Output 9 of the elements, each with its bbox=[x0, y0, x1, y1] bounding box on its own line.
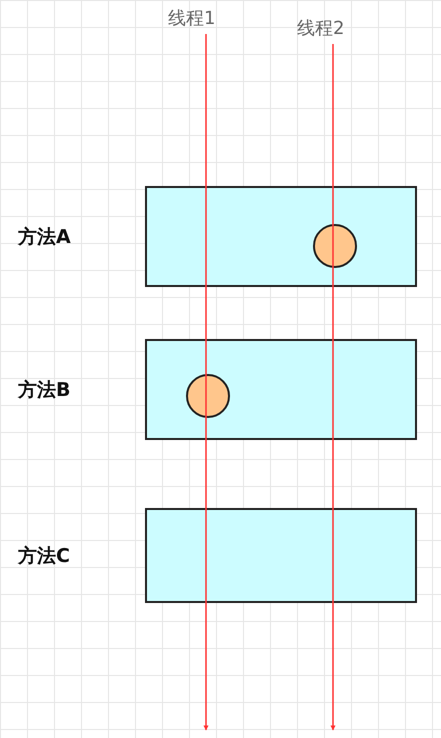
circle-marker bbox=[186, 374, 230, 418]
arrow bbox=[330, 44, 336, 730]
method-label: 方法C bbox=[18, 544, 70, 568]
arrow bbox=[204, 34, 208, 730]
circle-marker bbox=[313, 224, 357, 268]
thread-label: 线程1 bbox=[168, 6, 216, 30]
method-label: 方法B bbox=[18, 378, 70, 402]
method-label: 方法A bbox=[18, 224, 71, 250]
thread-label: 线程2 bbox=[297, 16, 344, 40]
